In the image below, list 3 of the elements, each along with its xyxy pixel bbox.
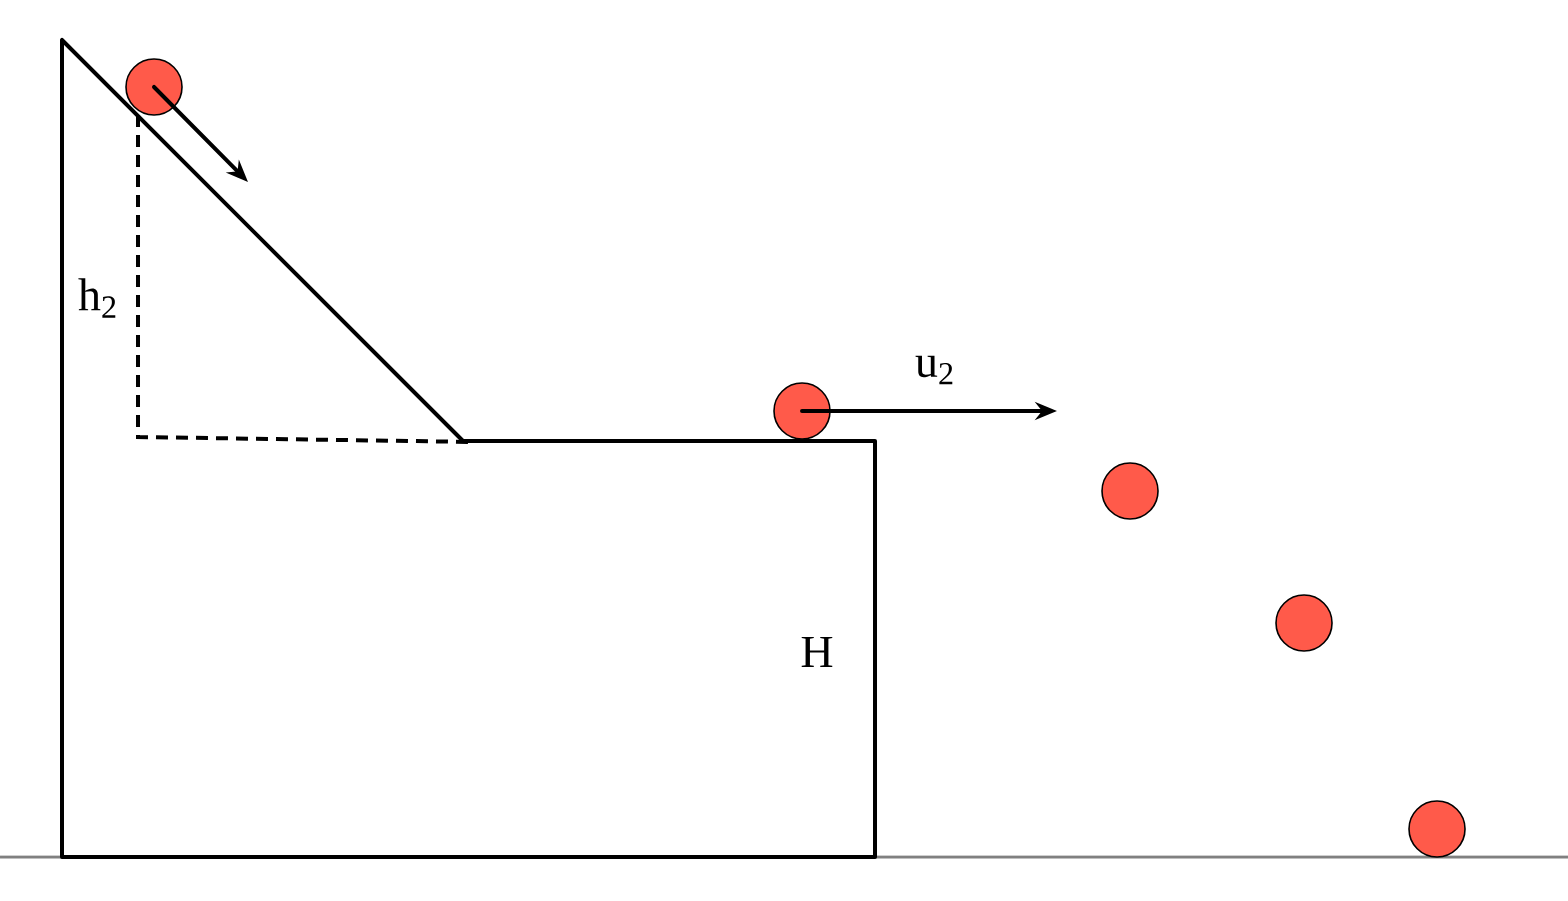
text-label: h$_{2}$ (78, 278, 116, 318)
text-label: H (801, 636, 833, 668)
text-label: u$_{2}$ (915, 355, 953, 385)
